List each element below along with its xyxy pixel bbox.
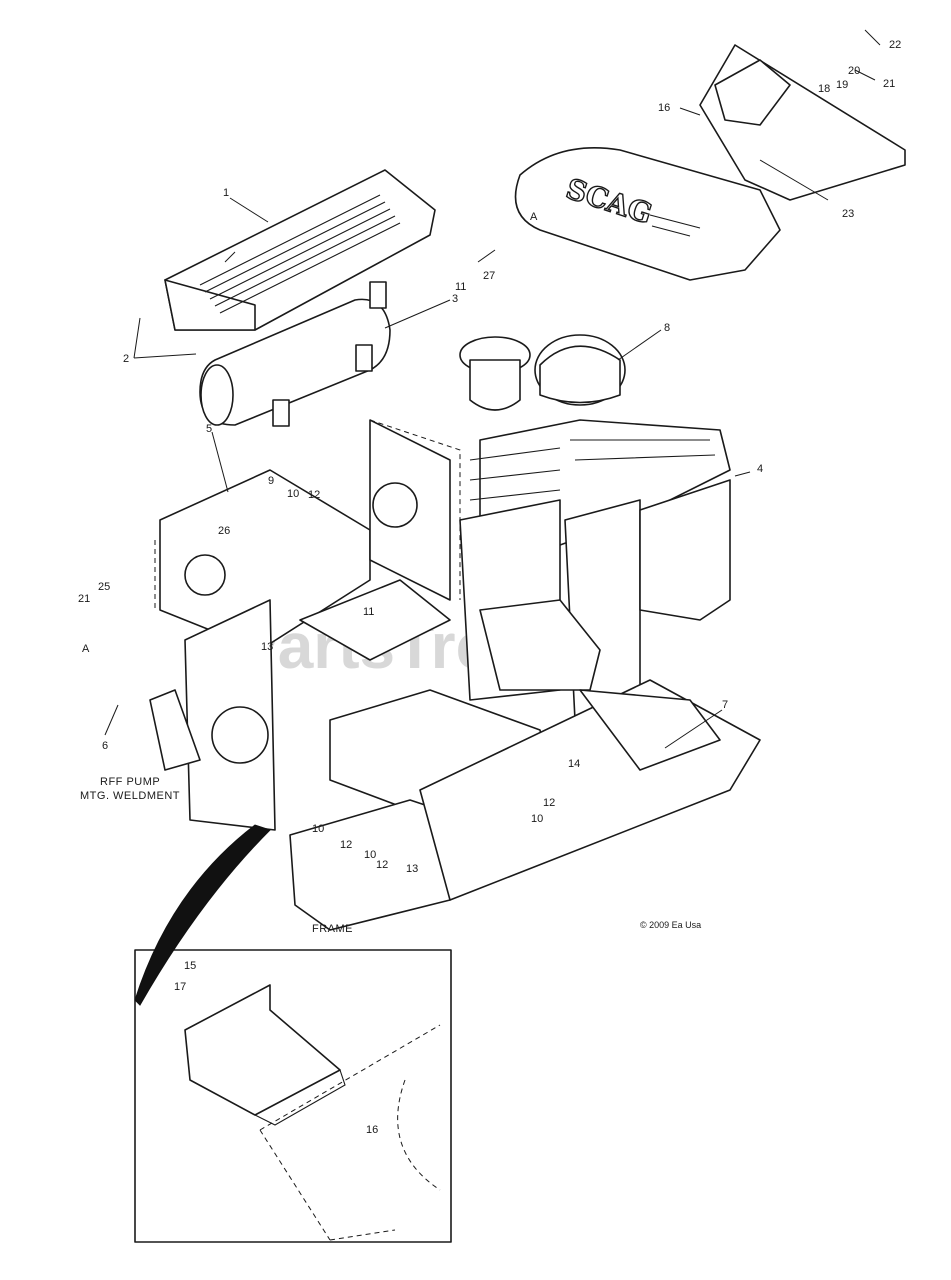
callout-25: 25: [98, 581, 110, 593]
callout-18: 18: [818, 83, 830, 95]
callout-A2: A: [530, 211, 538, 223]
frame-plates: [149, 419, 761, 931]
callout-19: 19: [836, 79, 848, 91]
callout-1: 1: [223, 187, 229, 199]
callout-11a: 11: [455, 281, 466, 293]
callout-4: 4: [757, 463, 763, 475]
callout-14: 14: [568, 758, 580, 770]
callout-21a: 21: [78, 593, 90, 605]
callout-13b: 13: [406, 863, 418, 875]
callout-7: 7: [722, 699, 728, 711]
hood-shield: SCAG: [514, 44, 906, 281]
callout-3: 3: [452, 293, 458, 305]
pump-mounting-weldment: [154, 419, 461, 831]
copyright-text: © 2009 Ea Usa: [640, 920, 701, 930]
inset-detail: [134, 824, 452, 1243]
label-frame: FRAME: [312, 923, 353, 935]
callout-22: 22: [889, 39, 901, 51]
engine-shroud: [164, 169, 436, 331]
callout-2: 2: [123, 353, 129, 365]
callout-27: 27: [483, 270, 495, 282]
callout-10c: 10: [364, 849, 376, 861]
callout-12b: 12: [543, 797, 555, 809]
callout-13a: 13: [261, 641, 273, 653]
engine-assembly: [459, 334, 731, 721]
callout-10d: 10: [531, 813, 543, 825]
callouts: 1 2 3 4 5 6 7 8 9 10 10 10 10 11 11 12 1…: [78, 39, 901, 1136]
callout-12a: 12: [308, 489, 320, 501]
callout-11b: 11: [363, 606, 374, 618]
callout-10a: 10: [287, 488, 299, 500]
callout-15: 15: [184, 960, 196, 972]
callout-20: 20: [848, 65, 860, 77]
callout-16b: 16: [366, 1124, 378, 1136]
muffler: [199, 281, 391, 427]
callout-12d: 12: [376, 859, 388, 871]
callout-26: 26: [218, 525, 230, 537]
callout-8: 8: [664, 322, 670, 334]
callout-5: 5: [206, 423, 212, 435]
callout-A1: A: [82, 643, 90, 655]
callout-6: 6: [102, 740, 108, 752]
label-pump-line2: MTG. WELDMENT: [80, 790, 180, 802]
callout-21b: 21: [883, 78, 895, 90]
callout-16a: 16: [658, 102, 670, 114]
callout-23: 23: [842, 208, 854, 220]
leader-lines: [104, 29, 881, 749]
callout-9: 9: [268, 475, 274, 487]
text-labels: RFF PUMP MTG. WELDMENT FRAME © 2009 Ea U…: [80, 776, 701, 935]
label-pump-line1: RFF PUMP: [100, 776, 160, 788]
callout-12c: 12: [340, 839, 352, 851]
callout-17: 17: [174, 981, 186, 993]
callout-10b: 10: [312, 823, 324, 835]
